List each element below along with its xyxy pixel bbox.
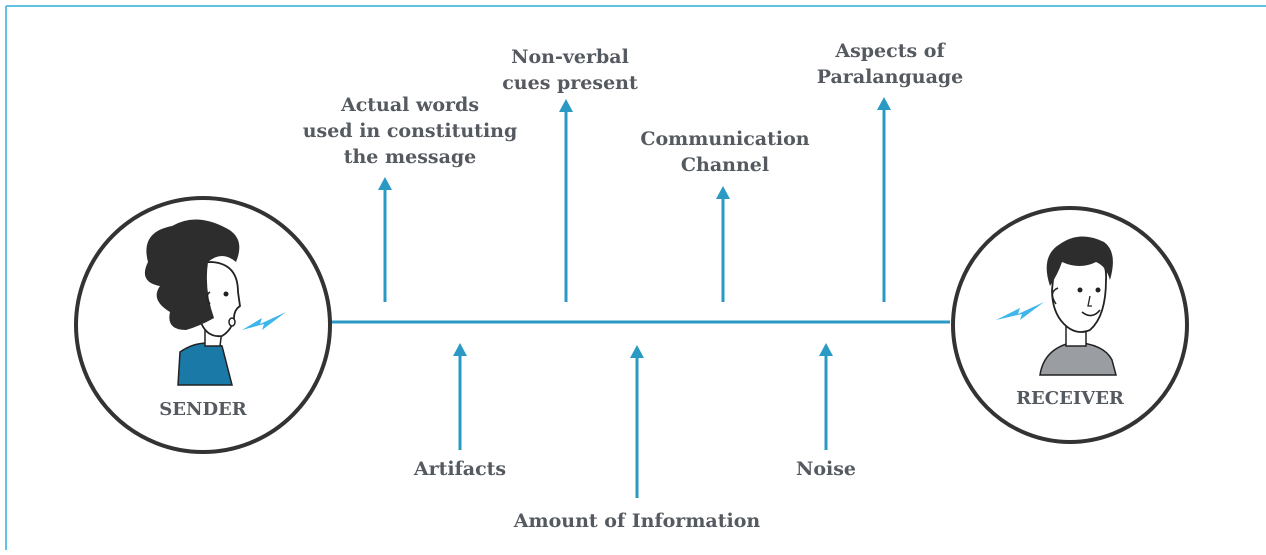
label-channel: Communication Channel [610, 126, 840, 178]
receiver-label: RECEIVER [1016, 388, 1124, 409]
label-paralanguage-line1: Aspects of [835, 40, 945, 62]
receiver-node [951, 206, 1189, 444]
label-nonverbal-line2: cues present [502, 72, 638, 94]
sender-person-icon [144, 219, 241, 386]
sender-speech-spark-icon [242, 312, 286, 330]
label-actual-words-line3: the message [343, 146, 477, 168]
label-nonverbal-line1: Non-verbal [511, 46, 629, 68]
label-actual-words-line1: Actual words [340, 94, 480, 116]
arrow-amount [630, 345, 644, 498]
arrow-channel [716, 186, 730, 302]
label-actual-words: Actual words used in constituting the me… [280, 92, 540, 170]
label-actual-words-line2: used in constituting [302, 120, 518, 142]
receiver-person-icon [1039, 236, 1117, 376]
receiver-listen-spark-icon [996, 302, 1044, 320]
label-amount: Amount of Information [513, 510, 761, 532]
label-channel-line1: Communication [640, 128, 810, 150]
label-paralanguage-line2: Paralanguage [816, 66, 964, 88]
label-paralanguage: Aspects of Paralanguage [790, 38, 990, 90]
label-nonverbal: Non-verbal cues present [470, 44, 670, 96]
arrow-artifacts [453, 343, 467, 450]
arrow-paralanguage [877, 97, 891, 302]
sender-label: SENDER [159, 399, 247, 420]
arrow-actual-words [378, 177, 392, 302]
label-channel-line2: Channel [680, 154, 770, 176]
sender-node [74, 196, 332, 454]
arrow-noise [819, 343, 833, 450]
arrow-nonverbal [559, 99, 573, 302]
label-noise: Noise [795, 458, 857, 480]
label-artifacts: Artifacts [413, 458, 507, 480]
